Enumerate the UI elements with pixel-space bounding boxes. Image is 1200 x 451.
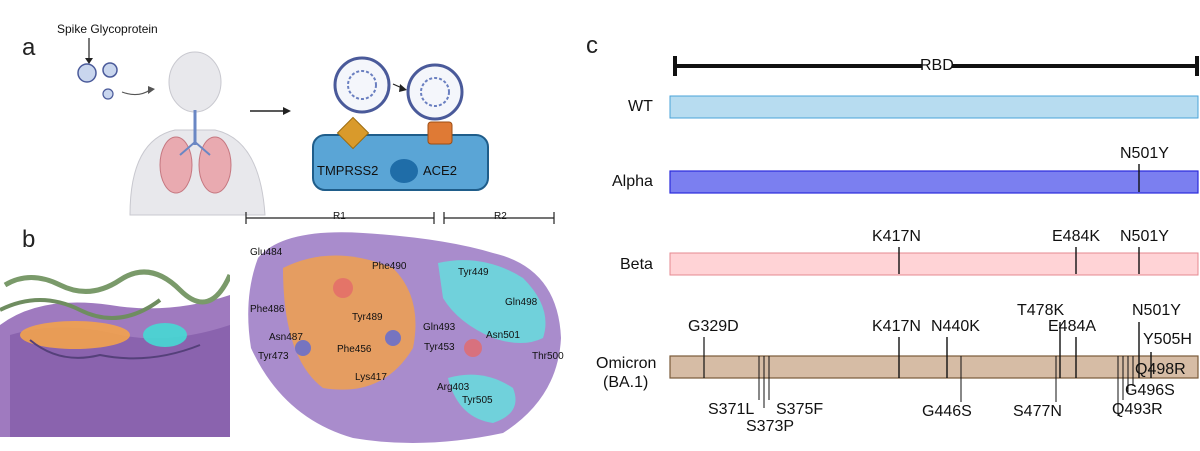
region-ruler xyxy=(245,212,555,224)
residue-label: Gln493 xyxy=(423,322,456,333)
residue-label: Tyr473 xyxy=(258,351,289,362)
mutation-label: Q498R xyxy=(1135,361,1186,378)
ace2-receptor xyxy=(427,121,453,145)
wt-bar xyxy=(669,95,1199,119)
mutation-label: N440K xyxy=(931,318,980,335)
mutation-label: E484A xyxy=(1048,318,1097,335)
region2-label: R2 xyxy=(494,211,507,222)
rbd-label: RBD xyxy=(920,57,954,74)
residue-label: Asn501 xyxy=(486,330,520,341)
mutation-label: G496S xyxy=(1125,382,1175,399)
tmprss2-label: TMPRSS2 xyxy=(317,163,379,178)
residue-label: Phe486 xyxy=(250,304,285,315)
beta-bar xyxy=(669,252,1199,276)
binding-surface-image xyxy=(248,232,561,443)
infection-illustration xyxy=(77,38,489,216)
mutation-label: S477N xyxy=(1013,403,1062,420)
mutation-label: E484K xyxy=(1052,228,1101,245)
virus-large-icon xyxy=(333,56,464,121)
mutation-label: Q493R xyxy=(1112,401,1163,418)
mutation-label: N501Y xyxy=(1120,145,1169,162)
alpha-bar xyxy=(669,170,1199,194)
mutation-label: K417N xyxy=(872,318,921,335)
human-lungs-figure xyxy=(129,51,266,216)
mutation-label: Y505H xyxy=(1143,331,1192,348)
mutation-label: S373P xyxy=(746,418,795,435)
residue-label: Thr500 xyxy=(532,351,564,362)
region1-label: R1 xyxy=(333,211,346,222)
variant-name-omicron: Omicron xyxy=(596,355,657,372)
mutation-label: G329D xyxy=(688,318,739,335)
spike-glycoprotein-label: Spike Glycoprotein xyxy=(57,22,158,36)
mutation-label: N501Y xyxy=(1120,228,1169,245)
variant-bars xyxy=(669,95,1199,416)
residue-label: Phe490 xyxy=(372,261,407,272)
mutation-label: K417N xyxy=(872,228,921,245)
residue-label: Tyr453 xyxy=(424,342,455,353)
mutation-label: N501Y xyxy=(1132,302,1181,319)
mutation-label: G446S xyxy=(922,403,972,420)
panel-c-letter: c xyxy=(586,32,598,59)
ace2-label: ACE2 xyxy=(423,163,457,178)
residue-label: Glu484 xyxy=(250,247,283,258)
residue-label: Lys417 xyxy=(355,372,387,383)
omicron-bar xyxy=(669,355,1199,379)
mutation-label: S375F xyxy=(776,401,824,418)
residue-label: Arg403 xyxy=(437,382,470,393)
residue-label: Asn487 xyxy=(269,332,303,343)
residue-label: Tyr505 xyxy=(462,395,493,406)
protein-overview-image xyxy=(0,265,230,437)
panel-b-letter: b xyxy=(22,226,36,253)
residue-label: Tyr489 xyxy=(352,312,383,323)
virus-small-icon xyxy=(77,62,118,100)
residue-label: Tyr449 xyxy=(458,267,489,278)
tmprss2-receptor xyxy=(336,116,370,150)
mutation-label: T478K xyxy=(1017,302,1065,319)
residue-label: Phe456 xyxy=(337,344,372,355)
mutation-label: S371L xyxy=(708,401,755,418)
panel-a-letter: a xyxy=(22,34,36,61)
variant-name-omicron-sub: (BA.1) xyxy=(603,374,649,391)
rbd-bracket xyxy=(673,56,1199,76)
residue-label: Gln498 xyxy=(505,297,538,308)
variant-name-wt: WT xyxy=(628,98,653,115)
variant-name-alpha: Alpha xyxy=(612,173,653,190)
variant-name-beta: Beta xyxy=(620,256,653,273)
